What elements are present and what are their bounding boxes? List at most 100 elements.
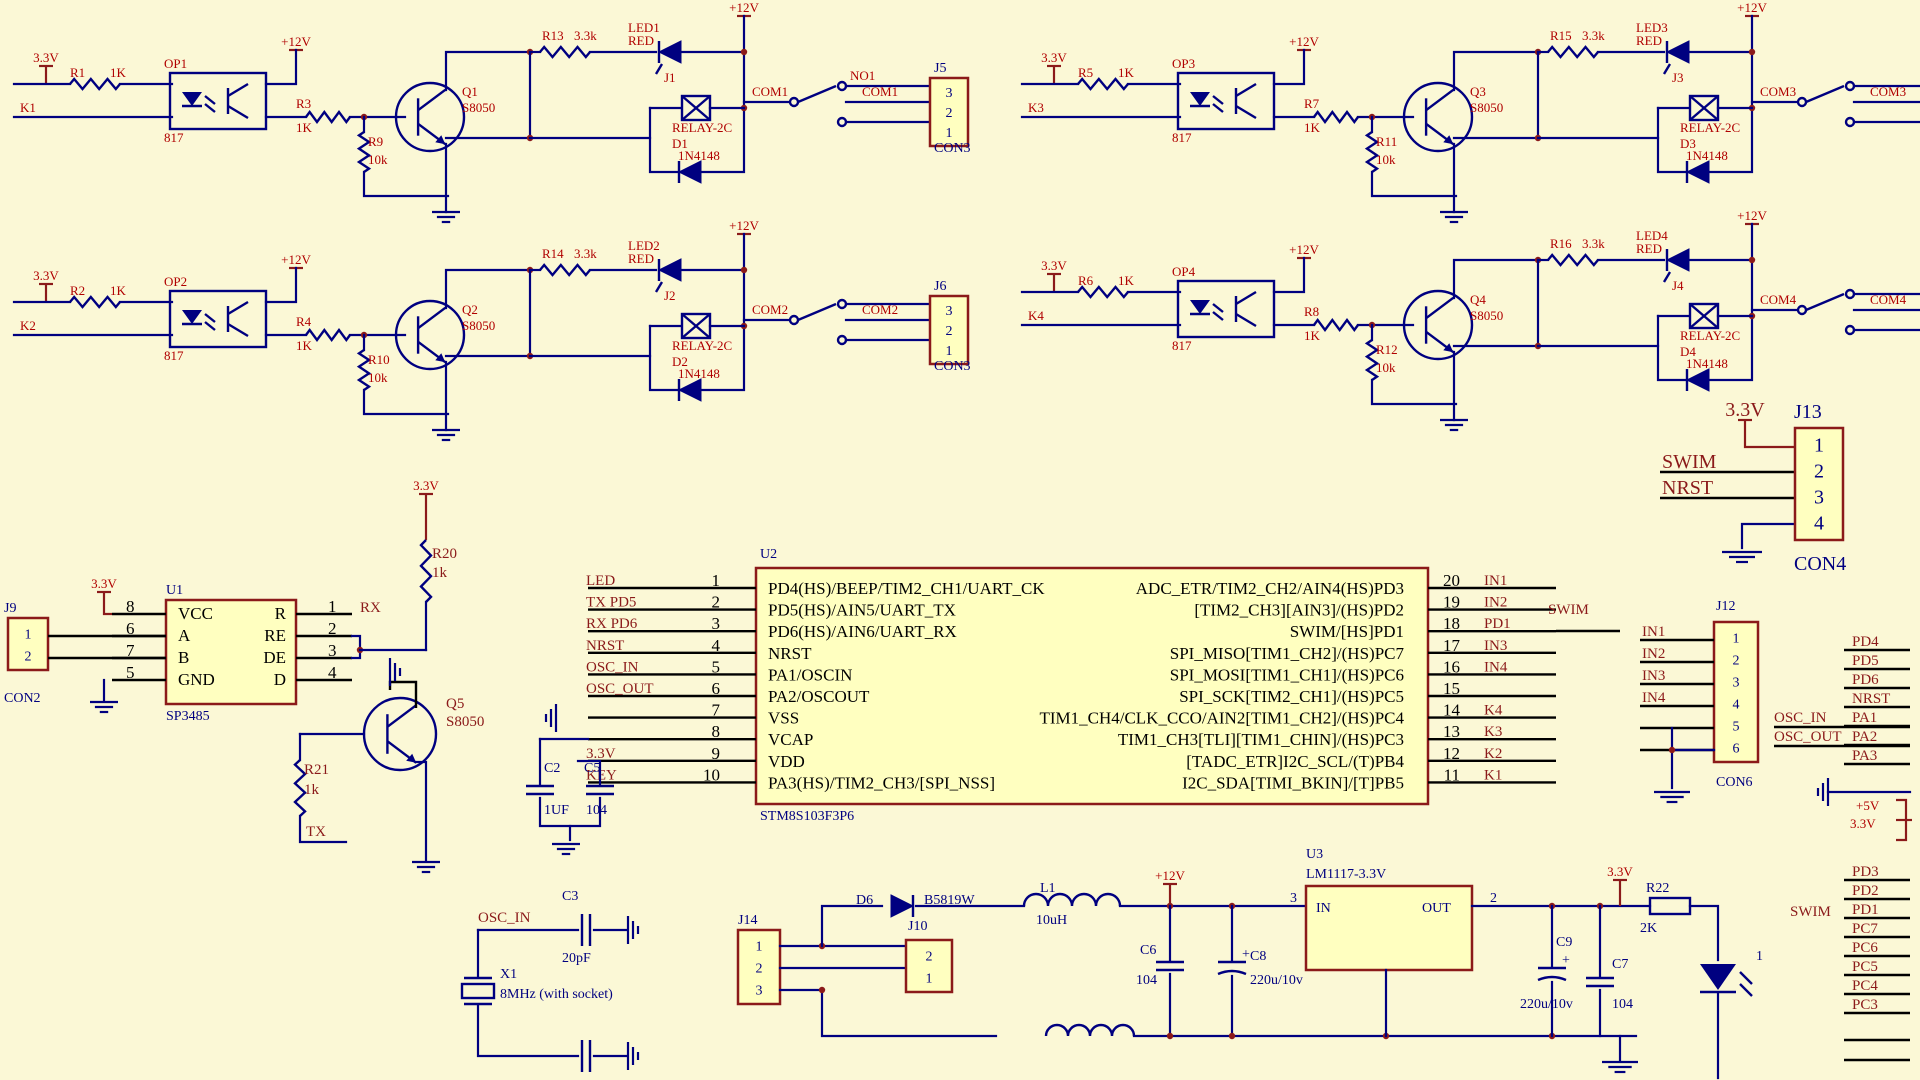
pin-number: 2 — [756, 962, 763, 977]
ground-icon — [626, 1042, 640, 1070]
com-net-label: COM2 — [862, 302, 898, 317]
resistor-ref: R15 — [1550, 28, 1572, 43]
capacitor-symbol: + — [1537, 953, 1570, 982]
pin-number: 5 — [712, 657, 721, 676]
resistor-symbol — [1364, 339, 1380, 381]
diode-symbol — [1685, 368, 1710, 392]
power-symbol: +12V — [281, 34, 311, 52]
power-label: +12V — [1737, 0, 1767, 15]
transistor-type: S8050 — [462, 100, 495, 115]
relay-type: RELAY-2C — [1680, 120, 1740, 135]
pin-number: 17 — [1443, 636, 1461, 655]
resistor-ref: R22 — [1646, 881, 1669, 896]
npn-transistor-symbol — [362, 696, 438, 772]
net-label: 3.3V — [586, 746, 616, 762]
switch-arm — [1805, 292, 1845, 312]
junction — [740, 48, 748, 56]
diode-type: 1N4148 — [1686, 356, 1728, 371]
net-label-rx: RX — [360, 600, 381, 616]
pin-number: 2 — [1733, 654, 1740, 669]
pin-number: 1 — [756, 940, 763, 955]
input-net-label: K3 — [1028, 100, 1044, 115]
pin-name: PA2/OSCOUT — [768, 687, 870, 706]
resistor-value: 3.3k — [1582, 28, 1605, 43]
resistor-symbol — [1077, 77, 1129, 91]
net-label: IN3 — [1642, 668, 1665, 684]
opto-type: 817 — [164, 130, 184, 145]
diode-symbol — [657, 40, 682, 64]
power-label: 3.3V — [1041, 258, 1067, 273]
pin-number: 3 — [1290, 891, 1297, 906]
resistor-symbol — [539, 45, 591, 59]
resistor-ref: R1 — [70, 65, 85, 80]
diode-symbol — [677, 160, 702, 184]
pin-number: 7 — [126, 641, 135, 660]
relay-connector: 321 — [928, 76, 970, 148]
resistor-symbol — [293, 759, 307, 817]
relay-type: RELAY-2C — [1680, 328, 1740, 343]
capacitor-symbol — [1586, 976, 1614, 988]
wire — [444, 268, 532, 310]
transistor-type: S8050 — [1470, 100, 1503, 115]
net-label: PD1 — [1484, 616, 1511, 632]
crystal-ref: X1 — [500, 967, 517, 982]
wire — [1272, 48, 1306, 86]
connector-ref: J6 — [934, 279, 946, 294]
pin-number: 2 — [1490, 891, 1497, 906]
pin-name: I2C_SDA[TIMI_BKIN]/[T]PB5 — [1182, 773, 1404, 792]
right-net-labels: PD4PD5PD6NRSTPA1PA2PA3OSC_INOSC_OUT+5V3.… — [1774, 634, 1912, 1062]
resistor-ref: R12 — [1376, 342, 1398, 357]
net-label: PD4 — [1852, 634, 1879, 650]
ground-icon — [432, 428, 460, 442]
transistor-type: S8050 — [446, 714, 484, 730]
relay-ref: J1 — [664, 70, 676, 85]
net-label: PD2 — [1852, 883, 1879, 899]
wire — [698, 232, 746, 392]
optocoupler-symbol — [1176, 279, 1276, 339]
pin-name: PA1/OSCIN — [768, 665, 852, 684]
resistor-symbol — [356, 349, 372, 391]
diode-symbol — [1665, 40, 1690, 64]
switch-contact — [1844, 324, 1856, 336]
ground-icon — [90, 700, 118, 714]
diode-type: 1N4148 — [678, 148, 720, 163]
power-symbol: +12V — [1737, 0, 1767, 18]
input-net-label: K1 — [20, 100, 36, 115]
pin-name: SPI_SCK[TIM2_CH1]/(HS)PC5 — [1179, 687, 1404, 706]
pin-name: VCC — [178, 604, 213, 623]
led-ref: LED2 — [628, 238, 660, 253]
npn-transistor-symbol — [394, 299, 466, 371]
capacitor-symbol — [526, 784, 554, 796]
net-label: IN3 — [1484, 638, 1507, 654]
diode-ref: D2 — [672, 354, 688, 369]
pin-number: 4 — [328, 663, 337, 682]
pin-number: 3 — [946, 304, 953, 319]
power-label: +12V — [1155, 868, 1185, 883]
switch-contact — [1844, 80, 1856, 92]
net-label: NRST — [586, 638, 624, 654]
net-label: K4 — [1484, 703, 1503, 719]
power-label: +12V — [1289, 242, 1319, 257]
pin-number: 1 — [712, 571, 721, 590]
switch-contact — [1796, 304, 1808, 316]
net-label: OSC_OUT — [586, 681, 654, 697]
power-symbol: 3.3V — [1041, 258, 1067, 276]
pin-number: 4 — [712, 636, 721, 655]
switch-arm — [1805, 84, 1845, 104]
pin-name: IN — [1316, 901, 1331, 916]
net-label: PC7 — [1852, 921, 1878, 937]
ground-icon — [552, 842, 580, 856]
transistor-ref: Q3 — [1470, 84, 1486, 99]
net-label: PA2 — [1852, 729, 1877, 745]
junction — [740, 266, 748, 274]
power-label: +12V — [281, 34, 311, 49]
transistor-ref: Q1 — [462, 84, 478, 99]
resistor-ref: R11 — [1376, 134, 1397, 149]
com-net-label: COM1 — [862, 84, 898, 99]
ground-icon — [1816, 778, 1830, 806]
switch-contact — [788, 314, 800, 326]
wire — [820, 904, 884, 948]
relay-coil-symbol — [1688, 94, 1720, 122]
diode-ref: D4 — [1680, 344, 1696, 359]
